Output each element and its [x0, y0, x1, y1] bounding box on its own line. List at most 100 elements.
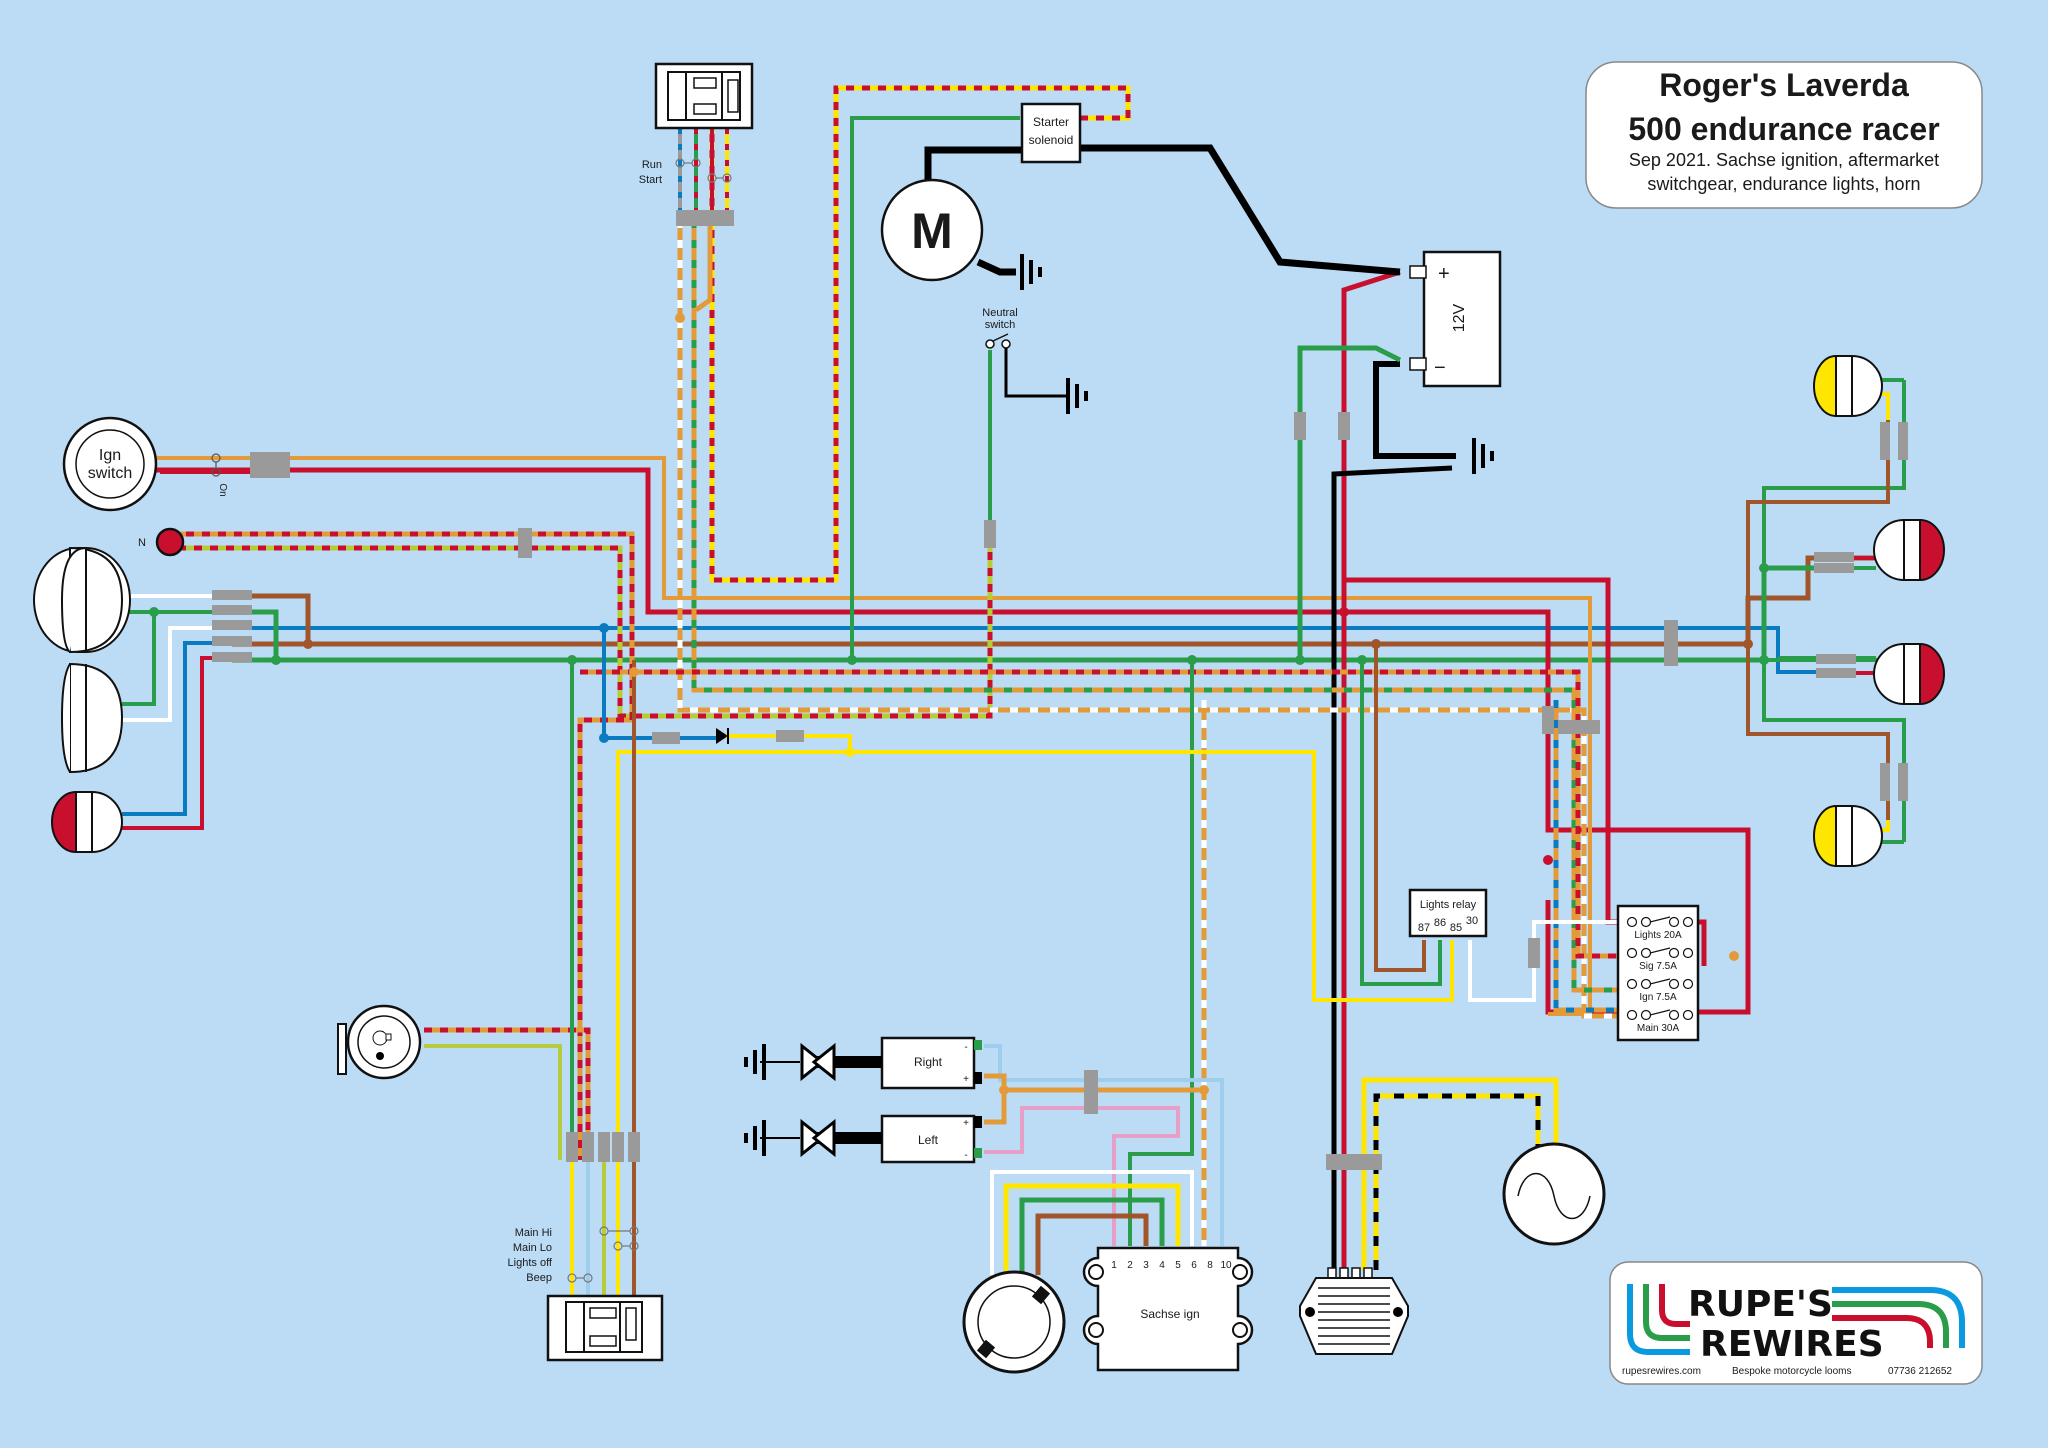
- relay-pin-85: 85: [1450, 922, 1462, 934]
- connector-hl-1: [212, 590, 252, 600]
- neutral-light: [155, 527, 185, 557]
- coil-right: [760, 1036, 982, 1090]
- wires: [122, 85, 1906, 1296]
- connector-rear3-a: [1816, 654, 1856, 664]
- title-line-4: switchgear, endurance lights, horn: [1647, 174, 1920, 194]
- front-position-lamp: [51, 790, 123, 854]
- fuse-terminal: [1668, 1009, 1680, 1021]
- headlight-1: [33, 546, 131, 654]
- lsw-label-lights-off: Lights off: [508, 1257, 553, 1269]
- relay-pin-86: 86: [1434, 917, 1446, 929]
- ign-switch-label-2: switch: [88, 465, 132, 482]
- wire-yellow-red-start-dash: [709, 85, 1131, 583]
- connector-rsw: [676, 210, 734, 226]
- wire-black-solenoid-batt: [1080, 144, 1401, 276]
- connector-lsw-2: [582, 1132, 594, 1162]
- connector-relay-white: [1528, 938, 1540, 968]
- neutral-switch-label-1: Neutral: [982, 307, 1017, 319]
- connector-batt-red: [1338, 412, 1350, 440]
- fuse-terminal: [1626, 1009, 1638, 1021]
- connector-reg: [1326, 1154, 1382, 1170]
- headlight-2: [60, 662, 124, 774]
- battery-plus: +: [1438, 263, 1450, 285]
- lights-relay: [1408, 888, 1488, 938]
- wire-orange-green-2: [691, 220, 1640, 993]
- fuse-terminal: [1626, 947, 1638, 959]
- neutral-light-label: N: [138, 537, 146, 549]
- wire-black-batt: [924, 146, 1028, 180]
- battery-minus: −: [1434, 357, 1446, 379]
- starter-solenoid-label-2: solenoid: [1029, 133, 1074, 147]
- rear-tail-lamp-2: [1873, 642, 1945, 706]
- logo-tagline: Bespoke motorcycle looms: [1732, 1366, 1852, 1377]
- fuse-terminal: [1640, 947, 1652, 959]
- connector-diode-yellow: [776, 730, 804, 742]
- relay-pin-87: 87: [1418, 922, 1430, 934]
- ign-switch-on-label: On: [217, 483, 228, 496]
- ign-switch-inner: [75, 429, 145, 499]
- connector-coils: [1084, 1070, 1098, 1114]
- sachse-ign-label: Sachse ign: [1140, 1307, 1199, 1321]
- right-switchgear: [654, 62, 754, 130]
- fuse-terminal: [1668, 916, 1680, 928]
- connector-ign: [250, 452, 290, 478]
- neutral-switch: [985, 333, 1066, 398]
- title-line-3: Sep 2021. Sachse ignition, aftermarket: [1629, 150, 1939, 170]
- coil-right-plus: +: [963, 1074, 969, 1085]
- connector-hl-4: [212, 636, 252, 646]
- wire-orange-white-3: [694, 220, 713, 313]
- connector-neutral: [984, 520, 996, 548]
- wire-black-reg: [1331, 465, 1453, 1270]
- sachse-pin-label: 5: [1175, 1260, 1181, 1271]
- rear-indicator-2: [1813, 804, 1883, 868]
- wire-brown-pickup: [1035, 1213, 1149, 1275]
- sachse-pin-label: 3: [1143, 1260, 1149, 1271]
- connector-rear2-a: [1814, 552, 1854, 562]
- wire-pink-coil: [984, 1106, 1180, 1246]
- fuse-terminal: [1682, 947, 1694, 959]
- wire-blue-tail: [122, 641, 232, 816]
- wire-green-hl-bus: [252, 609, 279, 660]
- left-switchgear: [546, 1294, 664, 1362]
- connector-hl-2: [212, 605, 252, 615]
- lights-relay-label: Lights relay: [1420, 899, 1477, 911]
- connector-rear4-b: [1898, 763, 1908, 801]
- fuse-terminal: [1640, 916, 1652, 928]
- starter-solenoid-label-1: Starter: [1033, 115, 1069, 129]
- connector-hl-5: [212, 652, 252, 662]
- fuse-label: Main 30A: [1637, 1023, 1680, 1034]
- coil-left: [760, 1114, 982, 1164]
- ign-switch-label-1: Ign: [99, 447, 121, 464]
- fuse-terminal: [1682, 978, 1694, 990]
- coil-right-label: Right: [914, 1055, 943, 1069]
- starter-motor-label: M: [911, 203, 953, 259]
- connector-nlight: [518, 528, 532, 558]
- connector-horn-blue: [652, 732, 680, 744]
- fuse-terminal: [1682, 1009, 1694, 1021]
- lsw-label-main-lo: Main Lo: [513, 1242, 552, 1254]
- sachse-ignition: [1082, 1246, 1254, 1372]
- wire-brown-hl: [252, 593, 311, 644]
- wire-black-gnd: [1373, 361, 1456, 459]
- wire-horn-orange-red-dash: [424, 1027, 591, 1160]
- wire-horn-lightgreen: [424, 1044, 562, 1160]
- wire-neutral-to-light-dash: [170, 520, 993, 719]
- logo-line-1: RUPE'S: [1688, 1284, 1833, 1325]
- sachse-pin-label: 10: [1220, 1260, 1232, 1271]
- fuse-label: Sig 7.5A: [1639, 961, 1677, 972]
- sachse-pin-label: 8: [1207, 1260, 1213, 1271]
- junction-nodes: [149, 313, 1769, 1095]
- connector-rear1-a: [1880, 422, 1890, 460]
- wire-orange-red-sig-dash: [580, 669, 1640, 959]
- connector-lsw-1: [566, 1132, 578, 1162]
- fuse-terminal: [1668, 947, 1680, 959]
- wire-green-solenoid: [850, 116, 1020, 660]
- fuse-terminal: [1668, 978, 1680, 990]
- wire-blue-main: [232, 626, 1840, 674]
- wire-green-relay: [1360, 660, 1442, 986]
- battery: [1422, 250, 1502, 388]
- connector-rear-main: [1664, 620, 1678, 666]
- rear-tail-lamp-1: [1873, 518, 1945, 582]
- lsw-label-main-hi: Main Hi: [515, 1227, 552, 1239]
